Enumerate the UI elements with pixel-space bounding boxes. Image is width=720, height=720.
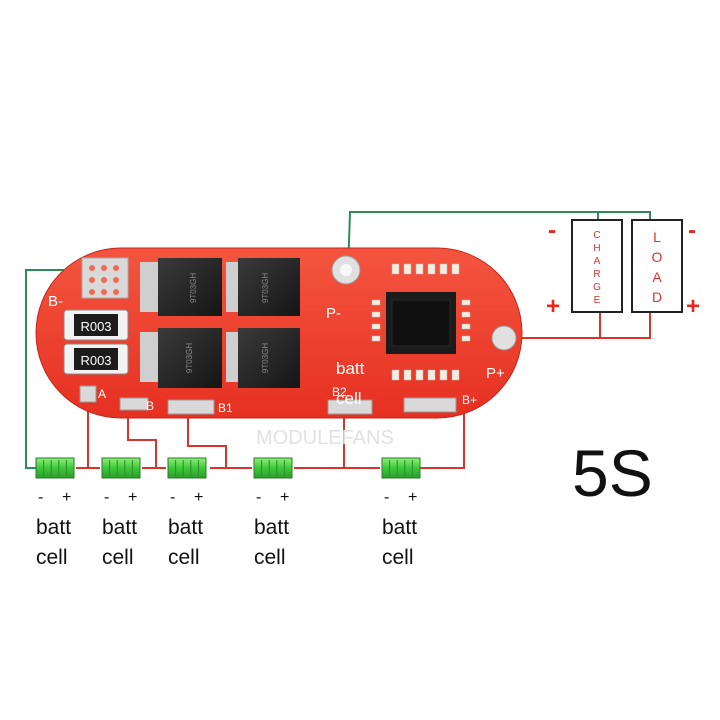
- battery-cell: - + batt cell: [167, 457, 207, 569]
- pad-label-a: A: [98, 387, 106, 401]
- battery-cell-minus: -: [170, 489, 175, 506]
- wire-p-minus: [347, 211, 651, 273]
- battery-cell-body: [253, 457, 293, 479]
- mosfet-4: 9T03GH: [226, 328, 300, 388]
- pad-label-p-plus: P+: [486, 365, 505, 382]
- load-box: [631, 219, 683, 313]
- series-count-title: 5S: [572, 436, 653, 510]
- watermark: MODULEFANS: [256, 427, 394, 449]
- wire-p-plus: [500, 312, 651, 339]
- pad-label-b-plus: B+: [462, 393, 477, 407]
- svg-text:9T03GH: 9T03GH: [189, 273, 198, 303]
- battery-cell: - + batt cell: [35, 457, 75, 569]
- svg-text:9T03GH: 9T03GH: [261, 343, 270, 373]
- battery-cell-minus: -: [384, 489, 389, 506]
- resistor-2-label: R003: [80, 353, 111, 368]
- wire-b: [127, 404, 157, 468]
- battery-cell-label-batt: batt: [382, 516, 417, 539]
- pad-label-b1: B1: [218, 401, 233, 415]
- pad-label-b: B: [146, 399, 154, 413]
- battery-cell-body: [35, 457, 75, 479]
- mosfet-1: 9T03GH: [140, 258, 222, 316]
- battery-cell-minus: -: [256, 489, 261, 506]
- svg-text:9T03GH: 9T03GH: [185, 343, 194, 373]
- battery-cell-minus: -: [104, 489, 109, 506]
- wire-b1: [187, 410, 227, 468]
- mount-pad-holes: [89, 265, 119, 295]
- battery-cell-plus: +: [128, 489, 137, 506]
- charge-box: [571, 219, 623, 313]
- battery-cell-plus: +: [408, 489, 417, 506]
- pad-label-p-minus: P-: [326, 305, 341, 322]
- pad-a: [79, 385, 97, 403]
- pad-b1: [167, 399, 215, 415]
- battery-cell-label-cell: cell: [168, 546, 200, 569]
- battery-cell-label-batt: batt: [36, 516, 71, 539]
- battery-cell-plus: +: [280, 489, 289, 506]
- pad-b2: [327, 399, 373, 415]
- battery-cell: - + batt cell: [101, 457, 141, 569]
- pad-b: [119, 397, 149, 411]
- overlay-batt: batt: [336, 359, 365, 378]
- wires: [25, 211, 651, 469]
- load-minus-sign: -: [688, 217, 696, 244]
- battery-cell-body: [381, 457, 421, 479]
- pad-b-plus: [403, 397, 457, 413]
- battery-cell-label-cell: cell: [36, 546, 68, 569]
- pad-label-b2: B2: [332, 385, 347, 399]
- battery-cell: - + batt cell: [253, 457, 293, 569]
- battery-cells: - + batt cell - + batt cell - + batt cell - + batt cell…: [35, 457, 421, 569]
- battery-cell-label-cell: cell: [102, 546, 134, 569]
- battery-cell-body: [167, 457, 207, 479]
- battery-cell-plus: +: [194, 489, 203, 506]
- wire-b-minus: [25, 269, 64, 469]
- charge-minus-sign: -: [548, 217, 556, 244]
- charge-plus-sign: +: [546, 293, 560, 320]
- battery-cell: - + batt cell: [381, 457, 421, 569]
- battery-cell-label-batt: batt: [168, 516, 203, 539]
- pad-label-b-minus: B-: [48, 293, 63, 310]
- mosfet-3: 9T03GH: [140, 328, 222, 388]
- battery-cell-label-batt: batt: [102, 516, 137, 539]
- p-plus-post: [491, 325, 517, 351]
- load-plus-sign: +: [686, 293, 700, 320]
- battery-cell-label-cell: cell: [254, 546, 286, 569]
- overlay-cell: cell: [336, 389, 362, 408]
- wire-b-plus: [420, 410, 465, 469]
- battery-cell-plus: +: [62, 489, 71, 506]
- battery-cell-body: [101, 457, 141, 479]
- bms-board: R003 R003 9T03GH 9T03GH 9T03GH 9T03GH: [35, 247, 523, 419]
- mosfet-2: 9T03GH: [226, 258, 300, 316]
- resistor-1-label: R003: [80, 319, 111, 334]
- battery-cell-label-batt: batt: [254, 516, 289, 539]
- battery-cell-minus: -: [38, 489, 43, 506]
- ic-components: [371, 263, 471, 381]
- svg-text:9T03GH: 9T03GH: [261, 273, 270, 303]
- battery-cell-label-cell: cell: [382, 546, 414, 569]
